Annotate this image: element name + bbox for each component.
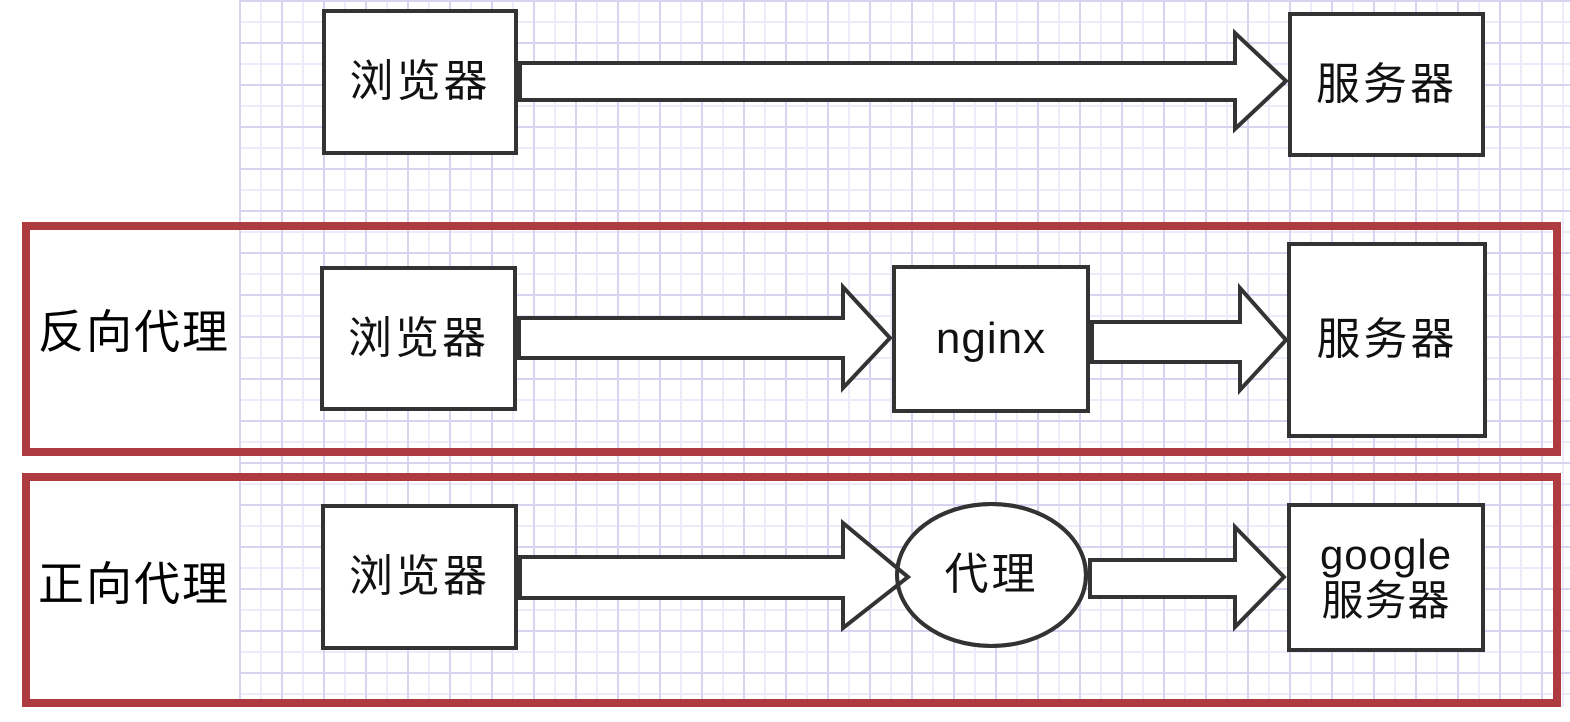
arrow-shape [518,518,912,633]
forward-proxy-label: 正向代理 [38,559,230,610]
server-node-row1: 服务器 [1288,12,1485,157]
proxy-ellipse-outline [895,502,1088,648]
browser-node-label: 浏览器 [348,313,489,363]
arrow-proxy-to-google [1088,522,1287,632]
server-node-label: 服务器 [1316,315,1458,365]
arrow-shape [1090,282,1289,396]
google-server-label-line1: google [1319,531,1453,579]
reverse-proxy-label: 反向代理 [38,307,230,358]
browser-node-row1: 浏览器 [322,9,518,155]
browser-node-label: 浏览器 [349,57,491,107]
browser-node-row3: 浏览器 [321,504,518,650]
nginx-node: nginx [892,265,1090,413]
browser-node-row2: 浏览器 [320,266,517,411]
server-node-label: 服务器 [1316,59,1457,109]
arrow-browser-to-server [518,28,1289,134]
browser-node-label: 浏览器 [349,552,490,602]
arrow-browser-to-proxy [518,518,912,633]
nginx-node-label: nginx [935,314,1047,364]
arrow-shape [1088,522,1287,632]
google-server-label-line2: 服务器 [1321,576,1451,624]
arrow-shape [517,281,893,394]
server-node-row2: 服务器 [1287,242,1487,438]
arrow-shape [518,28,1289,134]
arrow-nginx-to-server [1090,282,1289,396]
arrow-browser-to-nginx [517,281,893,394]
google-server-node: google 服务器 [1287,503,1485,652]
reverse-proxy-container [22,222,1561,456]
forward-proxy-container [22,473,1561,707]
